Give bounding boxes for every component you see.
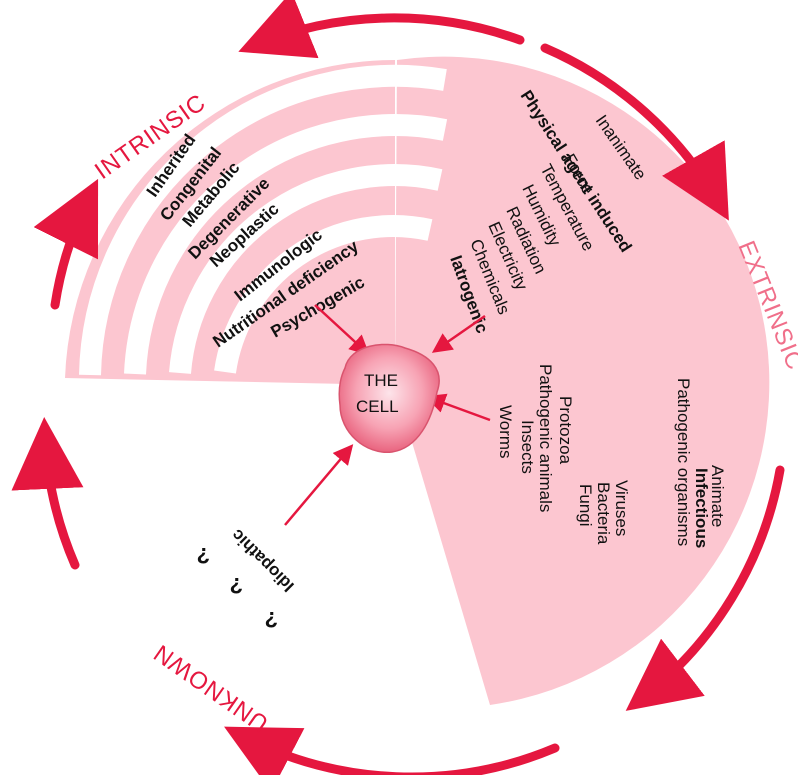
animate-item-pathogenic-organisms: Pathogenic organisms: [674, 378, 693, 546]
cell-shape: THE CELL: [338, 343, 440, 453]
unknown-section: Idiopathic ? ? ?: [197, 525, 298, 632]
animate-item-viruses: Viruses: [612, 480, 631, 536]
unknown-label: UNKNOWN: [148, 638, 273, 737]
question-mark-1: ?: [197, 543, 210, 568]
animate-item-pathogenic-animals: Pathogenic animals: [536, 364, 555, 512]
animate-item-insects: Insects: [518, 420, 537, 474]
animate-item-fungi: Fungi: [576, 484, 595, 527]
animate-item-protozoa: Protozoa: [556, 396, 575, 465]
extrinsic-sector: [395, 56, 770, 706]
cell-label-cell: CELL: [356, 397, 399, 416]
animate-item-bacteria: Bacteria: [594, 482, 613, 545]
cycle-arrows: [11, 0, 785, 775]
cell-label-the: THE: [364, 371, 398, 390]
animate-list: Animate Infectious Pathogenic organisms …: [496, 364, 727, 548]
intrinsic-bands: [79, 64, 448, 376]
animate-item-worms: Worms: [496, 405, 515, 459]
infectious-group: Infectious: [692, 468, 711, 548]
question-mark-2: ?: [230, 573, 243, 598]
pointer-arrows: [284, 304, 491, 526]
question-mark-3: ?: [265, 607, 278, 632]
animate-header: Animate: [708, 465, 727, 527]
